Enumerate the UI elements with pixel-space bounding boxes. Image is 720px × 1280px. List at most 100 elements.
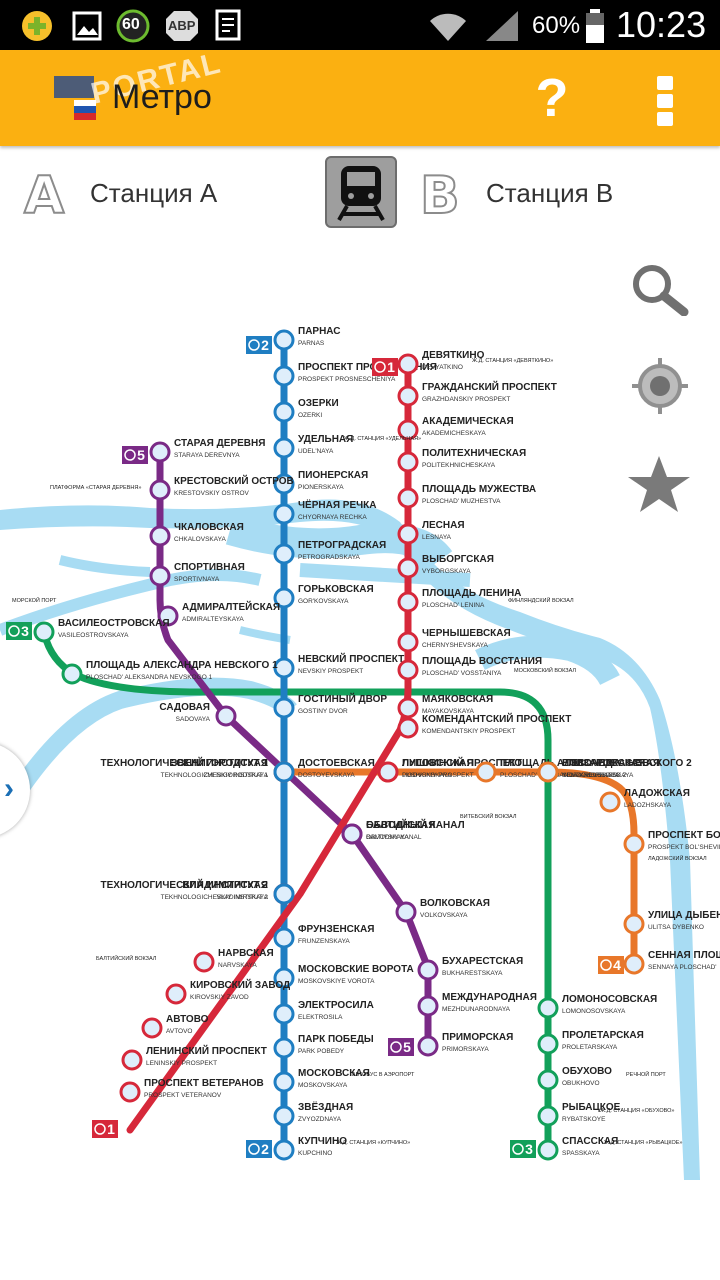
station-marker[interactable] bbox=[273, 473, 295, 495]
station-tekhnologicheskiy-institut-1[interactable]: ТЕХНОЛОГИЧЕСКИЙ ИНСТИТУТ 1TEKHNOLOGICHES… bbox=[101, 756, 295, 783]
station-marker[interactable] bbox=[537, 1105, 559, 1127]
station-marker[interactable] bbox=[157, 605, 179, 627]
station-marker[interactable] bbox=[273, 1105, 295, 1127]
station-marker[interactable] bbox=[119, 1081, 141, 1103]
station-marker[interactable] bbox=[273, 437, 295, 459]
station-marker[interactable] bbox=[397, 717, 419, 739]
station-marker[interactable] bbox=[623, 833, 645, 855]
station-marker[interactable] bbox=[623, 913, 645, 935]
station-marker[interactable] bbox=[397, 419, 419, 441]
station-marker[interactable] bbox=[417, 959, 439, 981]
station-marker[interactable] bbox=[149, 565, 171, 587]
station-marker[interactable] bbox=[377, 761, 399, 783]
station-marker[interactable] bbox=[273, 883, 295, 905]
station-marker[interactable] bbox=[149, 479, 171, 501]
station-marker[interactable] bbox=[121, 1049, 143, 1071]
station-marker[interactable] bbox=[273, 1003, 295, 1025]
station-marker[interactable] bbox=[165, 983, 187, 1005]
station-marker[interactable] bbox=[537, 1033, 559, 1055]
station-marker[interactable] bbox=[397, 659, 419, 681]
station-marker[interactable] bbox=[397, 385, 419, 407]
station-marker[interactable] bbox=[537, 761, 559, 783]
station-marker[interactable] bbox=[149, 525, 171, 547]
station-marker[interactable] bbox=[397, 697, 419, 719]
station-marker[interactable] bbox=[273, 761, 295, 783]
station-marker[interactable] bbox=[273, 1037, 295, 1059]
station-marker[interactable] bbox=[215, 705, 237, 727]
station-marker[interactable] bbox=[149, 441, 171, 463]
station-marker[interactable] bbox=[273, 329, 295, 351]
station-marker[interactable] bbox=[61, 663, 83, 685]
station-marker[interactable] bbox=[397, 487, 419, 509]
locate-button[interactable] bbox=[628, 354, 692, 418]
station-marker[interactable] bbox=[273, 587, 295, 609]
station-ulitsa-dybenko[interactable]: УЛИЦА ДЫБЕНКОULITSA DYBENKO bbox=[623, 910, 720, 935]
station-marker[interactable] bbox=[397, 631, 419, 653]
station-marker[interactable] bbox=[397, 591, 419, 613]
station-marker[interactable] bbox=[395, 901, 417, 923]
station-marker[interactable] bbox=[397, 451, 419, 473]
overflow-menu-button[interactable] bbox=[650, 72, 680, 128]
station-marker[interactable] bbox=[537, 997, 559, 1019]
station-marker[interactable] bbox=[193, 951, 215, 973]
station-marker[interactable] bbox=[273, 657, 295, 679]
station-marker[interactable] bbox=[273, 503, 295, 525]
station-marker[interactable] bbox=[417, 1035, 439, 1057]
station-sennaya-ploschad-[interactable]: СЕННАЯ ПЛОЩАДЬSENNAYA PLOSCHAD' bbox=[623, 950, 720, 975]
station-marker[interactable] bbox=[537, 1139, 559, 1161]
station-marker[interactable] bbox=[273, 543, 295, 565]
station-marker[interactable] bbox=[273, 927, 295, 949]
station-marker[interactable] bbox=[417, 995, 439, 1017]
station-marker[interactable] bbox=[397, 353, 419, 375]
station-marker[interactable] bbox=[273, 401, 295, 423]
route-train-button[interactable] bbox=[325, 156, 397, 228]
station-marker[interactable] bbox=[397, 557, 419, 579]
